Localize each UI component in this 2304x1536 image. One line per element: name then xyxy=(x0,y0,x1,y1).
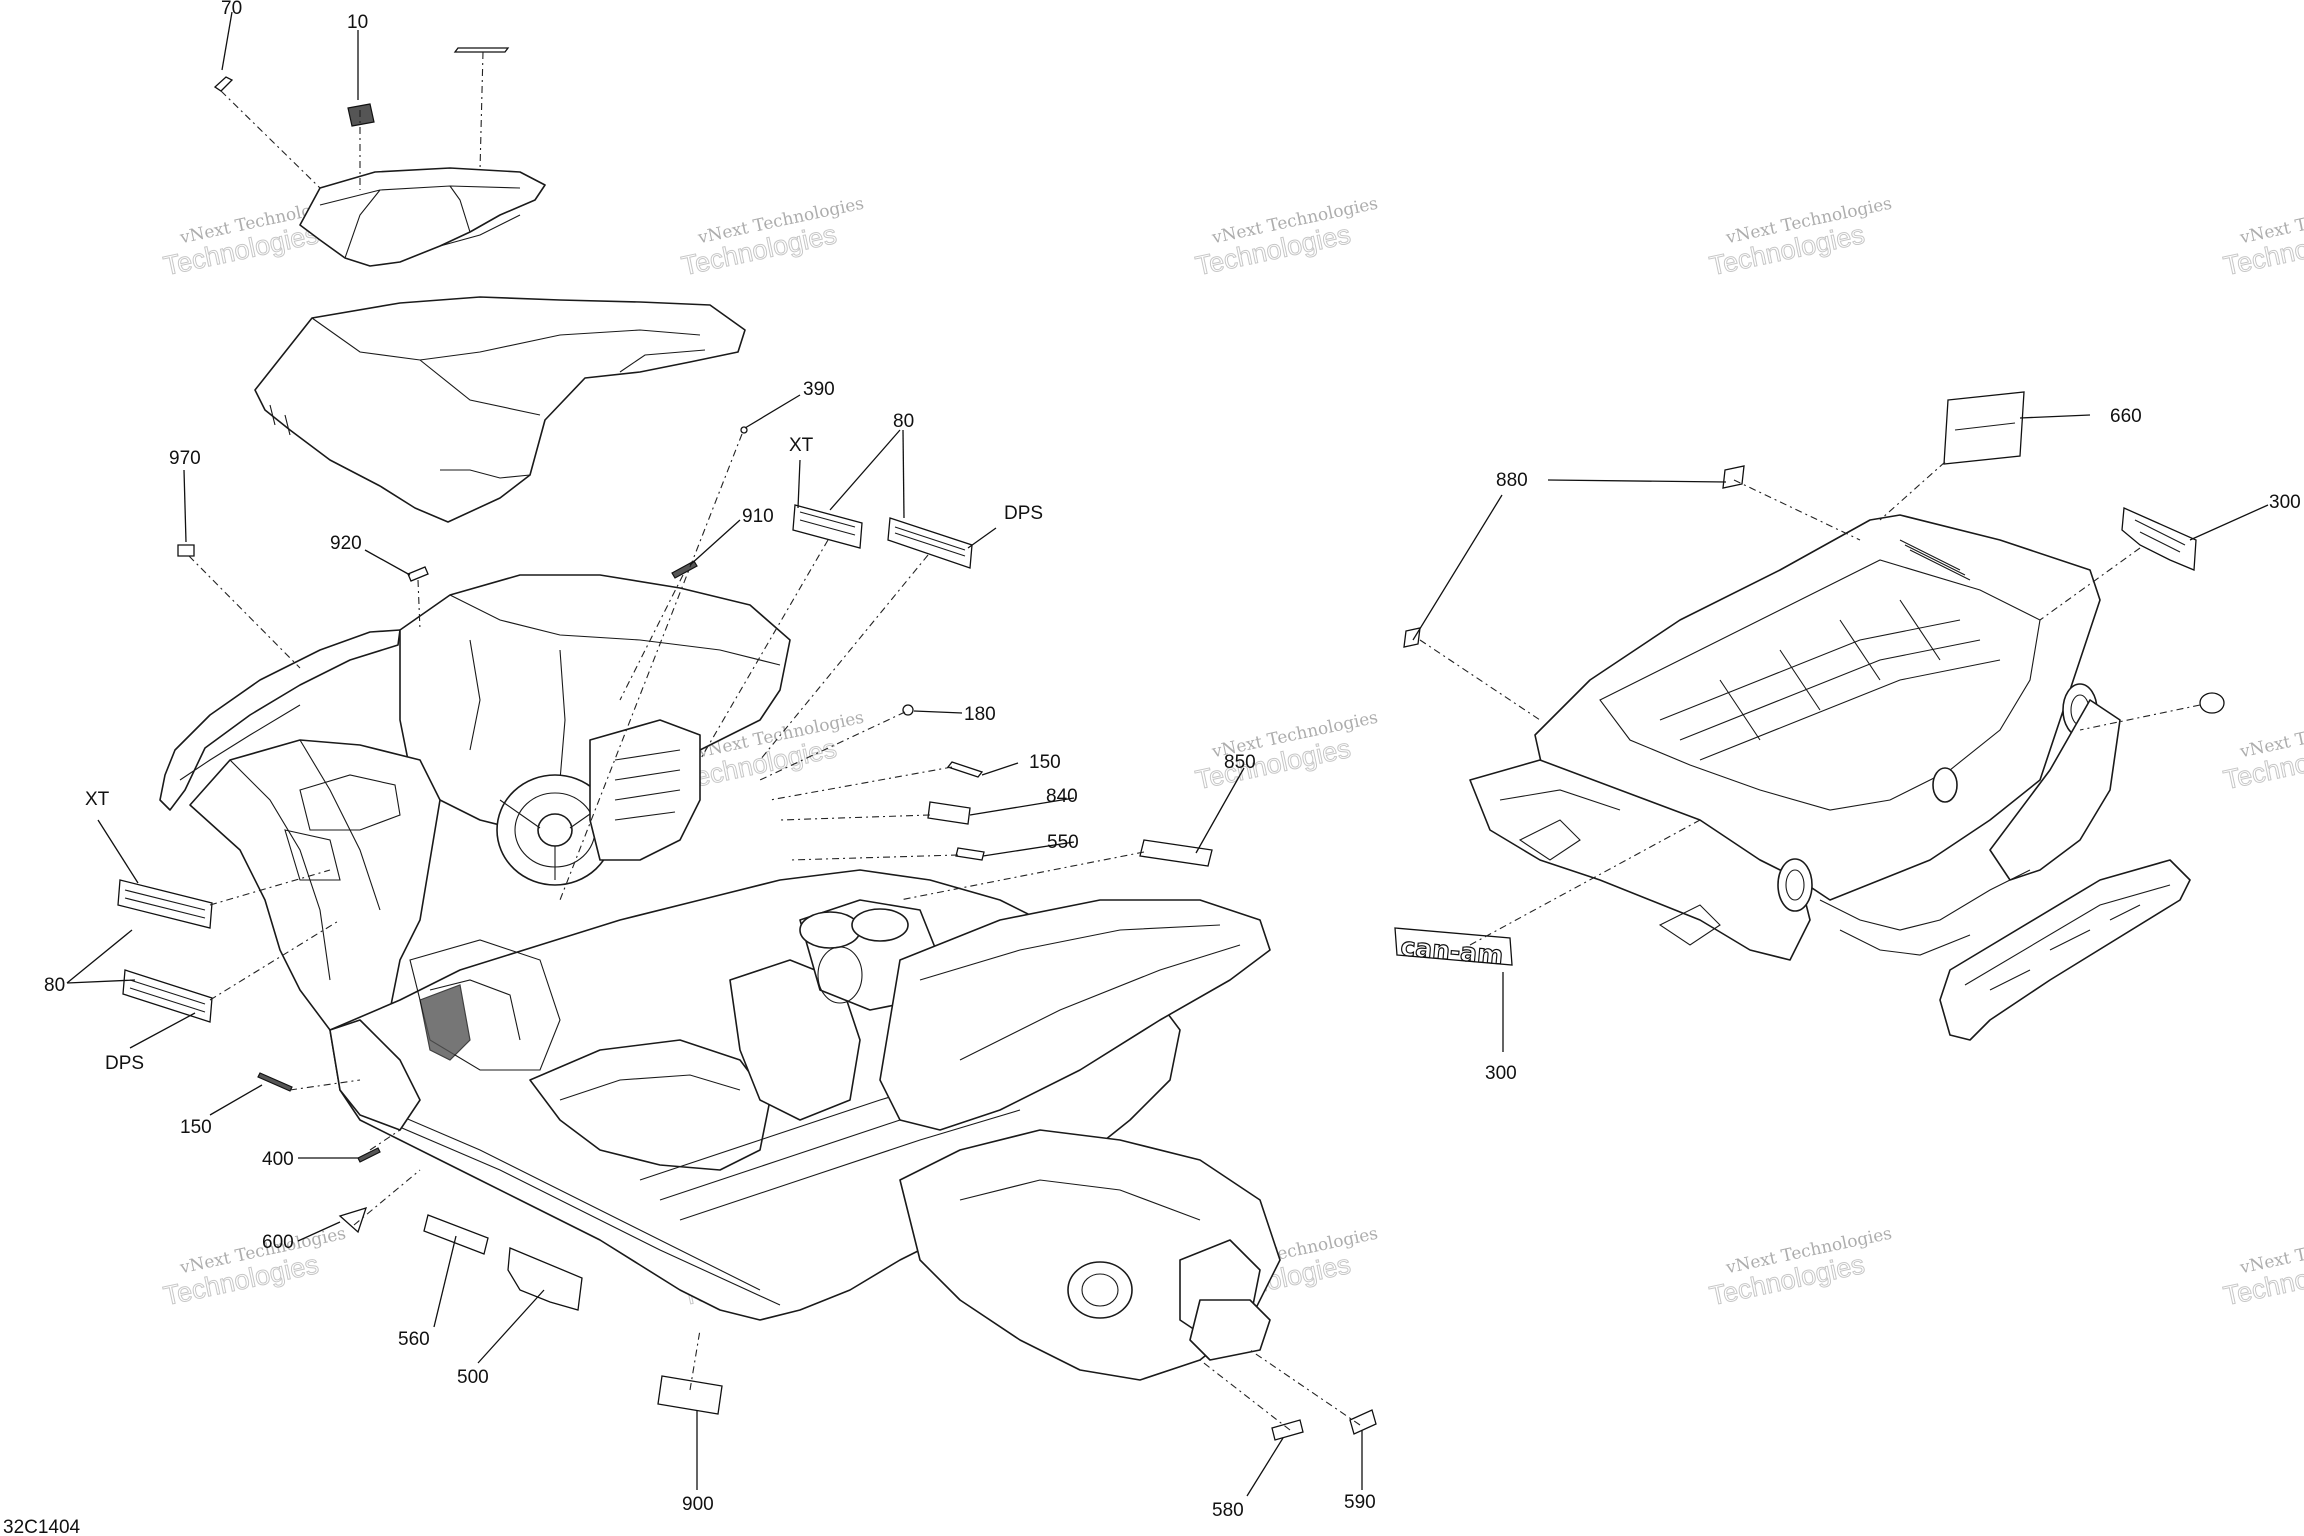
callout-590: 590 xyxy=(1344,1492,1376,1513)
diagram-code: 32C1404 xyxy=(3,1517,81,1536)
callout-970: 970 xyxy=(169,448,201,469)
watermark-r2c5: vNext Technologies Technologies xyxy=(2220,708,2304,796)
callout-900: 900 xyxy=(682,1494,714,1515)
callout-labels: 70 10 390 XT 80 910 DPS 970 920 180 150 … xyxy=(44,0,2301,1521)
callout-xt-top: XT xyxy=(789,435,814,456)
part-580 xyxy=(1271,1419,1304,1441)
upper-hood-panel xyxy=(299,167,546,267)
part-850 xyxy=(1139,839,1213,867)
callout-580: 580 xyxy=(1212,1500,1244,1521)
front-hood-panel xyxy=(254,296,746,523)
part-900 xyxy=(657,1375,723,1415)
callout-660: 660 xyxy=(2110,406,2142,427)
part-150-right xyxy=(946,761,984,778)
part-910 xyxy=(671,560,698,579)
callout-400: 400 xyxy=(262,1149,294,1170)
part-xt-left xyxy=(117,879,213,929)
part-300-right xyxy=(2121,507,2197,571)
part-400 xyxy=(357,1147,381,1163)
part-dps-left xyxy=(122,969,213,1023)
part-70 xyxy=(213,76,234,92)
callout-850: 850 xyxy=(1224,752,1256,773)
callout-560: 560 xyxy=(398,1329,430,1350)
callout-150-right: 150 xyxy=(1029,752,1061,773)
part-880-left xyxy=(1403,627,1421,648)
part-920 xyxy=(407,566,429,582)
watermark-r1c5: vNext Technologies Technologies xyxy=(2220,194,2304,282)
callout-dps-top: DPS xyxy=(1004,503,1043,524)
part-880-top xyxy=(1722,465,1745,489)
callout-leaders xyxy=(66,11,2269,1497)
dashed-leaders xyxy=(188,51,2201,1431)
part-840 xyxy=(927,801,971,825)
can-am-logo: can-am xyxy=(1394,927,1513,971)
part-dps-top xyxy=(887,517,973,569)
callout-920: 920 xyxy=(330,533,362,554)
part-10-strip xyxy=(453,47,510,53)
watermark-r1c4: vNext Technologies Technologies xyxy=(1706,194,1893,282)
callout-910: 910 xyxy=(742,506,774,527)
part-500 xyxy=(507,1247,583,1311)
vehicle-body-assembly xyxy=(159,574,1281,1381)
part-cap-right xyxy=(2199,692,2225,714)
part-10 xyxy=(347,103,375,127)
watermark-r1c2: vNext Technologies Technologies xyxy=(678,194,865,282)
callout-300-right: 300 xyxy=(2269,492,2301,513)
callout-880: 880 xyxy=(1496,470,1528,491)
watermark-r3c4: vNext Technologies Technologies xyxy=(1706,1224,1893,1312)
part-590 xyxy=(1349,1409,1377,1435)
part-560 xyxy=(423,1214,489,1255)
watermark-r3c5: vNext Technologies Technologies xyxy=(2220,1224,2304,1312)
callout-550: 550 xyxy=(1047,832,1079,853)
part-970 xyxy=(177,544,195,557)
part-600 xyxy=(338,1207,368,1234)
decals: can-am xyxy=(117,47,2225,1441)
callout-390: 390 xyxy=(803,379,835,400)
callout-180: 180 xyxy=(964,704,996,725)
callout-10: 10 xyxy=(347,12,368,33)
cargo-box-assembly xyxy=(1469,514,2191,1041)
callout-600: 600 xyxy=(262,1232,294,1253)
callout-80-left: 80 xyxy=(44,975,65,996)
callout-80-top: 80 xyxy=(893,411,914,432)
part-xt-top xyxy=(792,504,863,549)
callout-300-bottom: 300 xyxy=(1485,1063,1517,1084)
part-660 xyxy=(1943,391,2025,465)
callout-500: 500 xyxy=(457,1367,489,1388)
callout-150-left: 150 xyxy=(180,1117,212,1138)
watermark-r2c3: vNext Technologies Technologies xyxy=(1192,708,1379,796)
watermark-r1c3: vNext Technologies Technologies xyxy=(1192,194,1379,282)
callout-dps-left: DPS xyxy=(105,1053,144,1074)
callout-70: 70 xyxy=(221,0,242,19)
callout-840: 840 xyxy=(1046,786,1078,807)
part-150-left xyxy=(257,1072,293,1092)
part-550 xyxy=(955,847,985,861)
part-390 xyxy=(740,426,748,434)
callout-xt-left: XT xyxy=(85,789,110,810)
watermark-r3c1: vNext Technologies Technologies xyxy=(160,1224,347,1312)
part-180 xyxy=(902,704,914,716)
